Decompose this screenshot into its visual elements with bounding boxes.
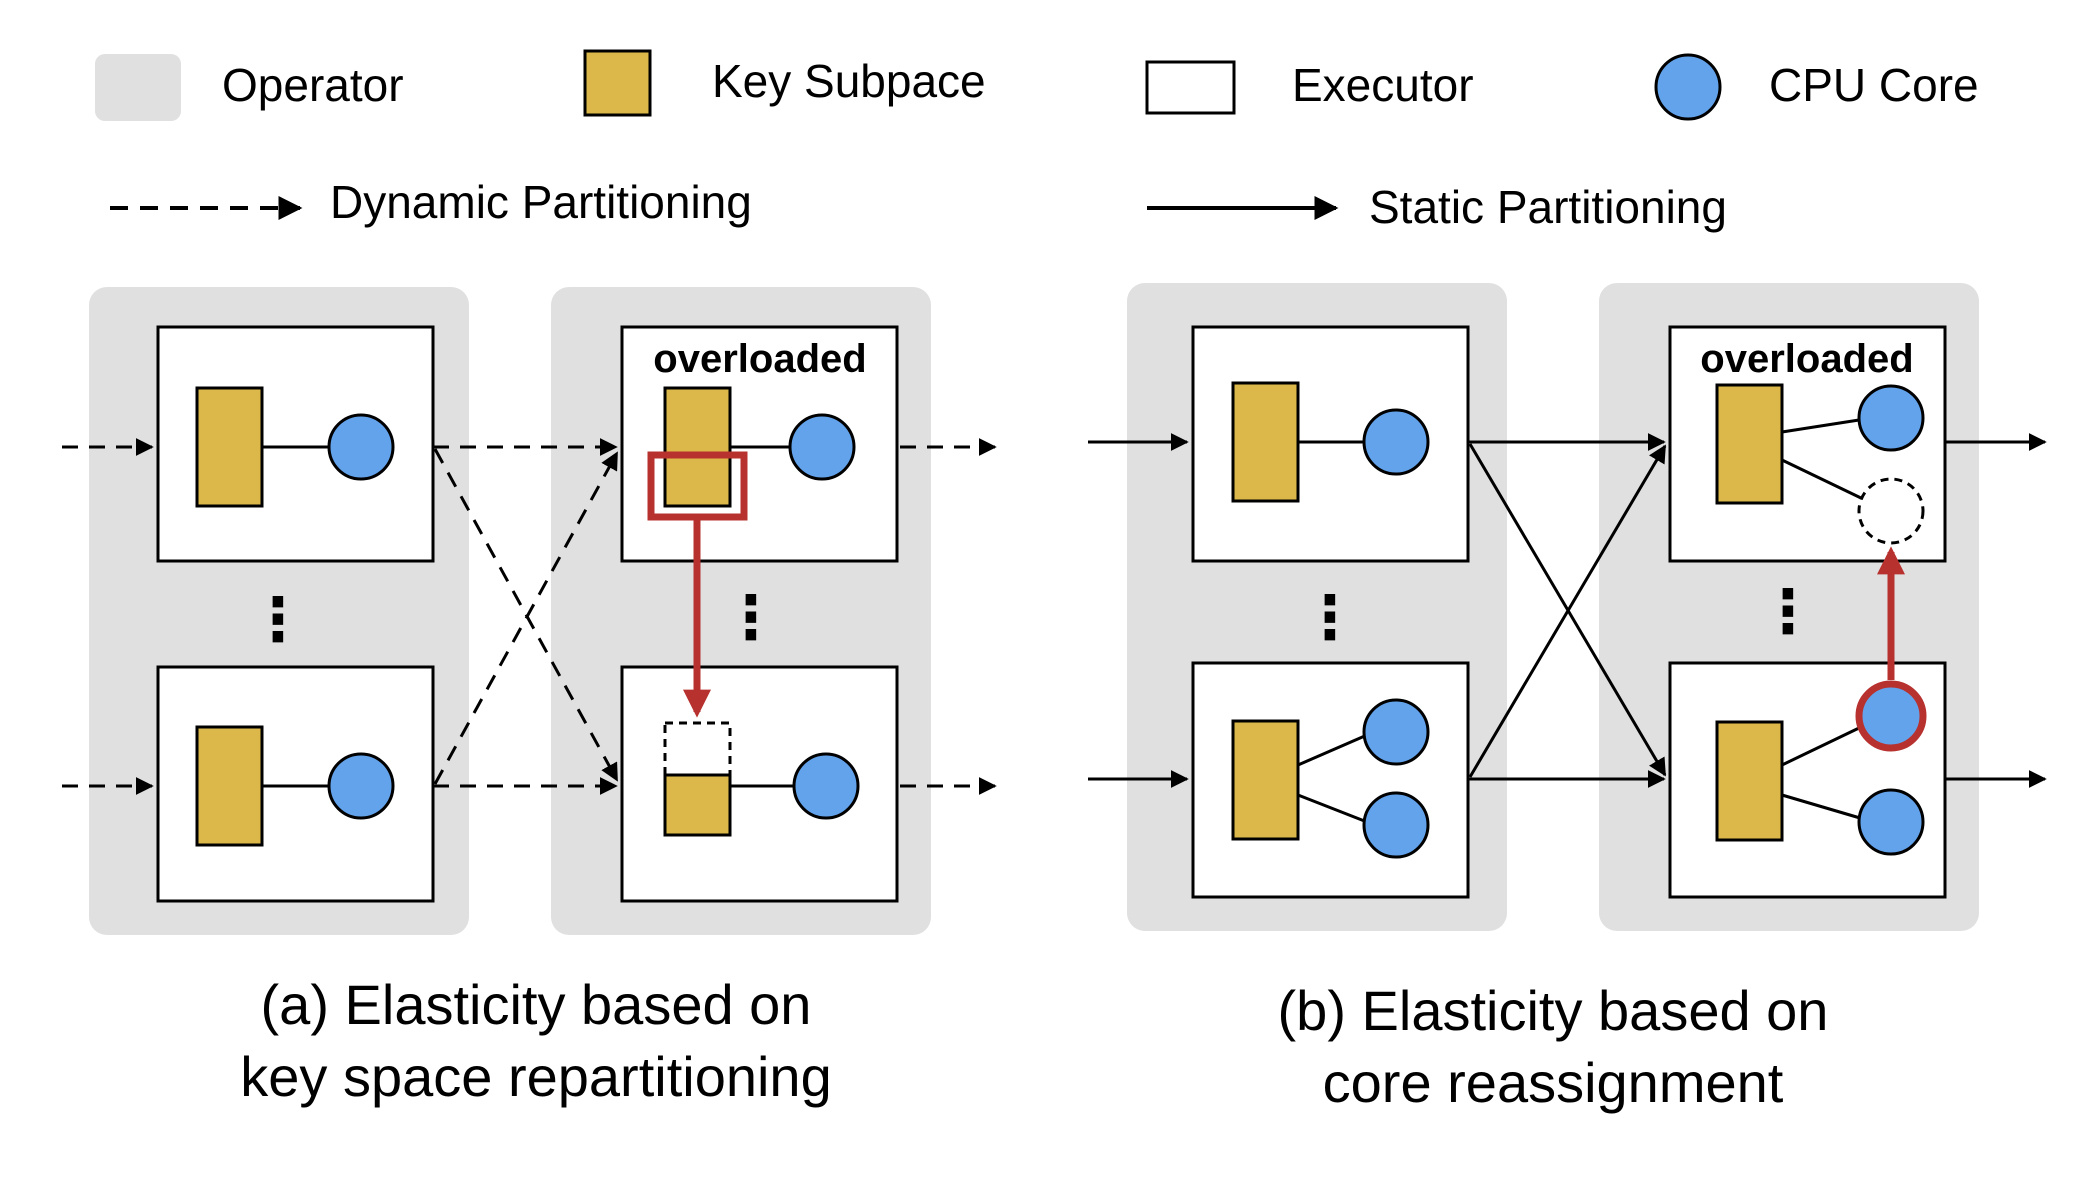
overloaded-label-a: overloaded [653, 337, 866, 381]
migrating-key-subspace-highlight [647, 451, 748, 521]
legend-cpu-core-swatch [1654, 53, 1722, 121]
legend-cpu-core-label: CPU Core [1769, 59, 1979, 111]
key-subspace [1231, 381, 1300, 503]
key-subspace-overloaded [1715, 383, 1784, 505]
cpu-core [788, 413, 856, 481]
caption-b-line1: (b) Elasticity based on [1278, 979, 1829, 1042]
caption-a-line1: (a) Elasticity based on [261, 973, 812, 1036]
connector-line [1297, 733, 1368, 767]
cpu-core [1362, 791, 1430, 859]
legend: Operator Key Subpace Executor CPU Core D… [95, 49, 1979, 233]
partition-edge-bottom-top [1468, 444, 1667, 778]
connector-line [1781, 458, 1862, 500]
caption-b-line2: core reassignment [1323, 1051, 1784, 1114]
vertical-ellipsis: ⋮ [1300, 584, 1360, 651]
cpu-core [1362, 408, 1430, 476]
connector-line [1781, 418, 1860, 434]
key-subspace [195, 725, 264, 847]
legend-executor-label: Executor [1292, 59, 1474, 111]
legend-dynamic-label: Dynamic Partitioning [330, 176, 752, 228]
partition-edge-top-bottom [433, 448, 619, 782]
incoming-cpu-core-placeholder [1857, 477, 1925, 545]
legend-key-subspace-swatch [583, 49, 652, 117]
caption-a-line2: key space repartitioning [240, 1045, 831, 1108]
cpu-core [1362, 698, 1430, 766]
connector-line [1781, 793, 1861, 820]
vertical-ellipsis: ⋮ [721, 584, 781, 651]
legend-key-subspace-label: Key Subpace [712, 55, 986, 107]
cpu-core [327, 413, 395, 481]
cpu-core [792, 752, 860, 820]
cpu-core [1857, 788, 1925, 856]
legend-operator-swatch [95, 54, 181, 121]
panel-b: overloaded ⋮ ⋮ (b) Elasticity based o [1088, 283, 2047, 1114]
vertical-ellipsis: ⋮ [248, 586, 308, 653]
connector-line [1297, 793, 1368, 824]
legend-operator-label: Operator [222, 59, 404, 111]
cpu-core [327, 752, 395, 820]
key-subspace [195, 386, 264, 508]
legend-executor-swatch [1145, 60, 1236, 115]
partition-edge-bottom-top [433, 451, 619, 785]
connector-line [1781, 726, 1860, 767]
key-subspace-overloaded [663, 386, 732, 508]
vertical-ellipsis: ⋮ [1758, 578, 1818, 645]
overloaded-label-b: overloaded [1700, 337, 1913, 381]
key-subspace [663, 773, 732, 837]
panel-a: overloaded ⋮ ⋮ (a) Elasticity based on k… [62, 287, 997, 1108]
key-subspace [1231, 719, 1300, 841]
legend-static-label: Static Partitioning [1369, 181, 1727, 233]
migrating-cpu-core [1855, 680, 1927, 752]
key-subspace [1715, 720, 1784, 842]
incoming-key-subspace-placeholder [663, 721, 732, 777]
cpu-core [1857, 384, 1925, 452]
